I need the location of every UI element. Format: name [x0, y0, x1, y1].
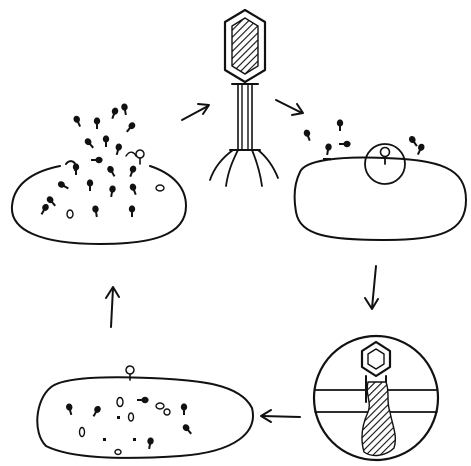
free-phages-near-cell	[303, 119, 426, 160]
arrow-replicate-to-lysis	[106, 287, 119, 327]
arrow-phage-to-attach	[276, 100, 303, 115]
injected-dna	[362, 382, 395, 455]
attachment-stage	[295, 119, 466, 240]
phage-tail	[230, 84, 260, 150]
lysing-bacterium	[12, 161, 186, 244]
bacterium-cell	[295, 158, 466, 240]
replication-stage	[37, 366, 253, 458]
arrow-inject-to-replicate	[261, 410, 300, 422]
arrow-lysis-to-phage	[182, 104, 209, 120]
bursting-phage-cluster	[39, 103, 139, 218]
escaping-phage-hollow	[126, 150, 144, 164]
viral-dna-fragments	[80, 398, 171, 455]
phage-tail-fibers	[210, 150, 278, 186]
replicating-phages	[65, 397, 193, 450]
phage-head	[225, 10, 265, 82]
attached-phage	[381, 148, 390, 165]
arrow-attach-to-inject	[365, 266, 378, 309]
free-phage	[210, 10, 278, 186]
injection-closeup	[314, 336, 438, 460]
lysis-stage	[12, 103, 186, 244]
infected-bacterium	[37, 377, 253, 458]
